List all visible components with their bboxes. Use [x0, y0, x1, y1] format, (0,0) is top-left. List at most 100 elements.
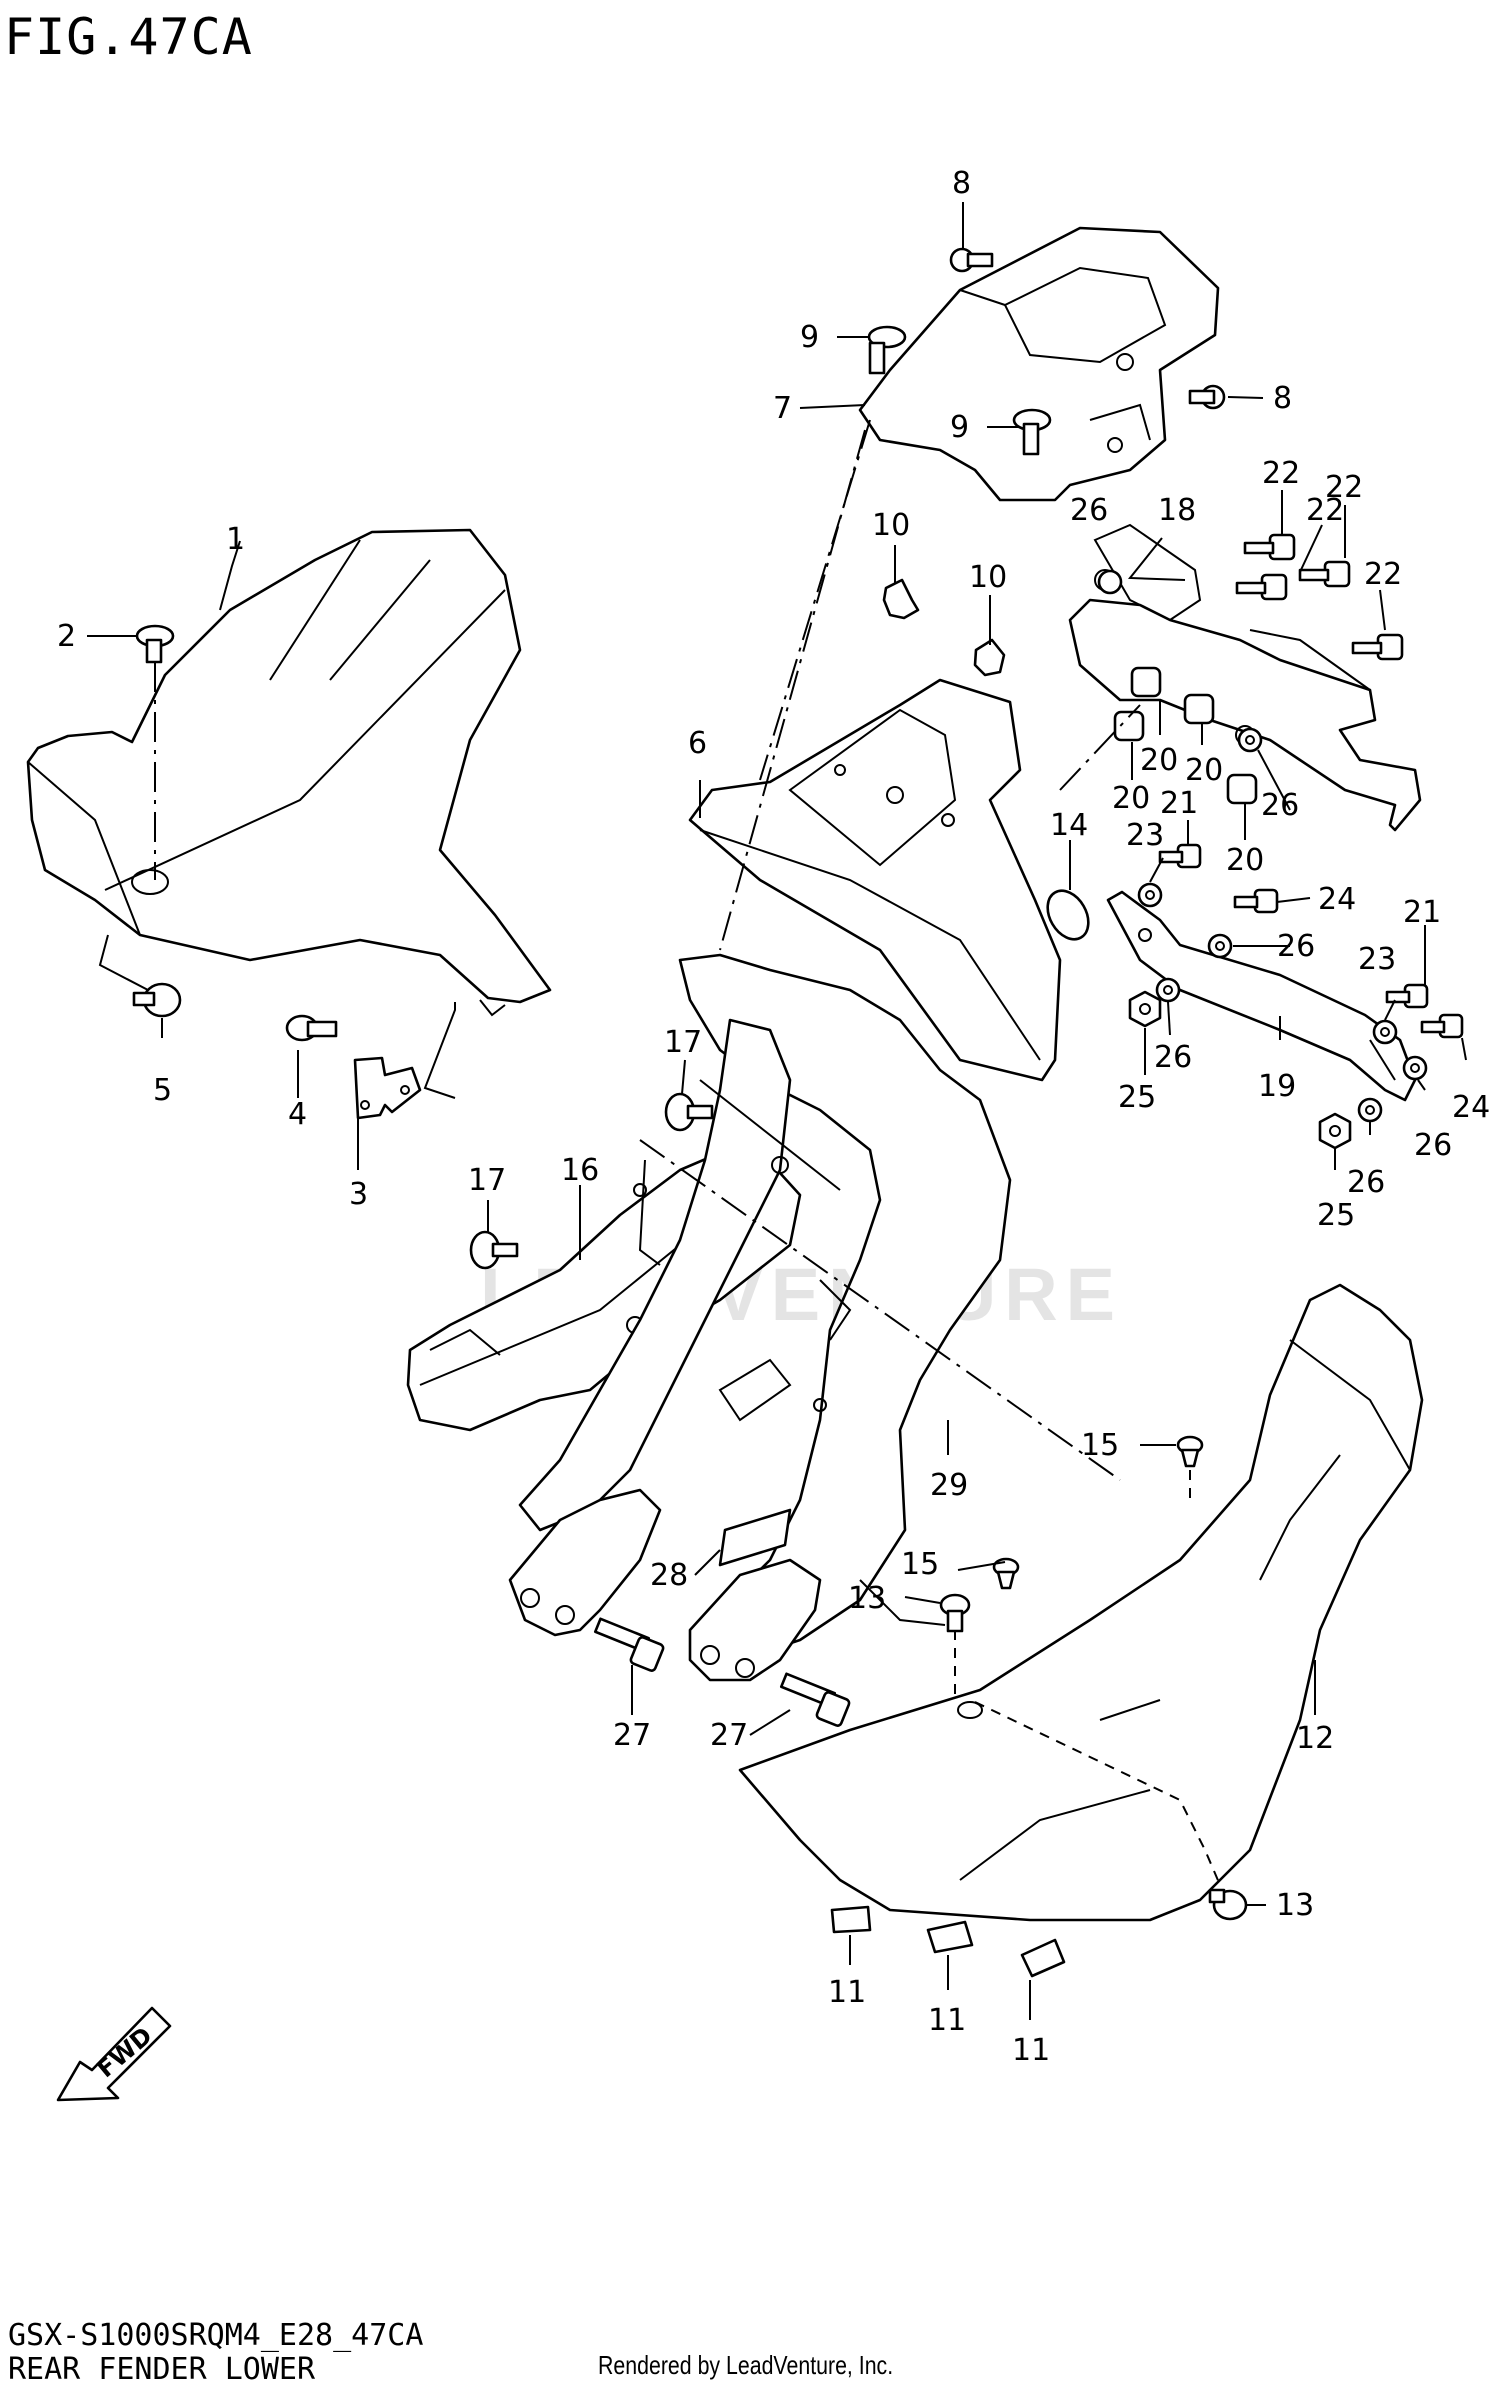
part-7-upper-cover[interactable] — [858, 226, 1220, 502]
callout-19: 19 — [1258, 1069, 1296, 1104]
screw-8b[interactable] — [1188, 384, 1226, 410]
spacer-20d[interactable] — [1226, 773, 1258, 805]
callout-24a: 24 — [1318, 882, 1356, 917]
spacer-20b[interactable] — [1183, 693, 1215, 725]
callout-21b: 21 — [1403, 895, 1441, 930]
section-name: REAR FENDER LOWER — [8, 2352, 316, 2387]
bolt-22c[interactable] — [1298, 560, 1351, 588]
callout-22d: 22 — [1364, 557, 1402, 592]
callout-13b: 13 — [1276, 1888, 1314, 1923]
bolt-21a[interactable] — [1158, 843, 1202, 869]
clip-10a[interactable] — [882, 578, 920, 620]
callouts: 1 2 3 4 5 6 7 8 8 9 9 10 10 11 11 11 12 … — [57, 166, 1490, 2068]
washer-26b[interactable] — [1237, 727, 1263, 753]
callout-26f: 26 — [1347, 1165, 1385, 1200]
bolt-24a[interactable] — [1233, 888, 1279, 914]
bolt-24b[interactable] — [1420, 1013, 1464, 1039]
callout-26e: 26 — [1414, 1128, 1452, 1163]
callout-26d: 26 — [1154, 1040, 1192, 1075]
callout-16: 16 — [561, 1153, 599, 1188]
callout-20c: 20 — [1112, 781, 1150, 816]
callout-27b: 27 — [710, 1718, 748, 1753]
callout-23a: 23 — [1126, 818, 1164, 853]
bolt-27b[interactable] — [779, 1672, 851, 1727]
leader-lines — [87, 202, 1467, 2020]
nut-25b[interactable] — [1318, 1112, 1352, 1150]
pad-11c[interactable] — [1020, 1938, 1066, 1978]
part-12-lower-mudguard[interactable] — [738, 1283, 1424, 1922]
callout-11b: 11 — [928, 2003, 966, 2038]
callout-27a: 27 — [613, 1718, 651, 1753]
bolt-22d[interactable] — [1351, 633, 1404, 661]
washer-23a[interactable] — [1137, 882, 1163, 908]
clip-15a[interactable] — [1176, 1435, 1204, 1468]
screw-8a[interactable] — [949, 247, 994, 273]
callout-11a: 11 — [828, 1975, 866, 2010]
callout-28: 28 — [650, 1558, 688, 1593]
rivet-13b[interactable] — [1208, 1888, 1248, 1921]
callout-3: 3 — [349, 1177, 368, 1212]
callout-17b: 17 — [468, 1163, 506, 1198]
callout-8b: 8 — [1273, 381, 1292, 416]
bolt-9b[interactable] — [1012, 408, 1052, 456]
part-28-mount-brackets[interactable] — [508, 1488, 822, 1682]
clip-10b[interactable] — [973, 638, 1006, 677]
callout-5: 5 — [153, 1073, 172, 1108]
bolt-22a[interactable] — [1243, 533, 1296, 561]
grommet-14[interactable] — [1039, 883, 1096, 946]
callout-10b: 10 — [969, 560, 1007, 595]
bolt-27a[interactable] — [593, 1617, 665, 1672]
washer-23b[interactable] — [1372, 1019, 1398, 1045]
callout-12: 12 — [1296, 1721, 1334, 1756]
spacer-20c[interactable] — [1113, 710, 1145, 742]
callout-20d: 20 — [1226, 843, 1264, 878]
washer-26d[interactable] — [1155, 977, 1181, 1003]
bolt-9a[interactable] — [867, 325, 907, 375]
bolt-2[interactable] — [135, 624, 175, 664]
part-1-rear-fender-cover[interactable] — [26, 528, 552, 1017]
callout-21a: 21 — [1160, 786, 1198, 821]
pad-11b[interactable] — [926, 1920, 974, 1954]
rivet-5[interactable] — [132, 982, 182, 1018]
callout-22b: 22 — [1306, 493, 1344, 528]
callout-8a: 8 — [952, 166, 971, 201]
model-code: GSX-S1000SRQM4_E28_47CA — [8, 2318, 424, 2353]
washer-26c[interactable] — [1207, 933, 1233, 959]
pad-11a[interactable] — [830, 1905, 872, 1934]
rivet-17a[interactable] — [664, 1092, 714, 1132]
callout-17a: 17 — [664, 1025, 702, 1060]
nut-25a[interactable] — [1128, 990, 1162, 1028]
callout-26b: 26 — [1261, 788, 1299, 823]
spacer-20a[interactable] — [1130, 666, 1162, 698]
callout-29: 29 — [930, 1468, 968, 1503]
rivet-17b[interactable] — [469, 1230, 519, 1270]
callout-25b: 25 — [1317, 1198, 1355, 1233]
callout-14: 14 — [1050, 808, 1088, 843]
callout-18: 18 — [1158, 493, 1196, 528]
callout-23b: 23 — [1358, 942, 1396, 977]
callout-13a: 13 — [848, 1581, 886, 1616]
callout-26a: 26 — [1070, 493, 1108, 528]
part-6-inner-fender[interactable] — [688, 678, 1062, 1082]
callout-24b: 24 — [1452, 1090, 1490, 1125]
callout-26c: 26 — [1277, 929, 1315, 964]
callout-9a: 9 — [800, 320, 819, 355]
clip-3[interactable] — [353, 1056, 422, 1120]
callout-9b: 9 — [950, 410, 969, 445]
washer-26a[interactable] — [1097, 569, 1123, 595]
callout-2: 2 — [57, 619, 76, 654]
rivet-4[interactable] — [285, 1014, 338, 1042]
callout-11c: 11 — [1012, 2033, 1050, 2068]
callout-25a: 25 — [1118, 1080, 1156, 1115]
bolt-22b[interactable] — [1235, 573, 1288, 601]
rivet-13a[interactable] — [939, 1593, 971, 1633]
callout-1: 1 — [226, 522, 245, 557]
washer-26e[interactable] — [1402, 1055, 1428, 1081]
callout-20b: 20 — [1185, 753, 1223, 788]
figure-title: FIG.47CA — [4, 8, 253, 66]
fwd-arrow-icon: FWD — [56, 2006, 172, 2102]
bolt-21b[interactable] — [1385, 983, 1429, 1009]
washer-26f[interactable] — [1357, 1097, 1383, 1123]
callout-22c: 22 — [1325, 470, 1363, 505]
